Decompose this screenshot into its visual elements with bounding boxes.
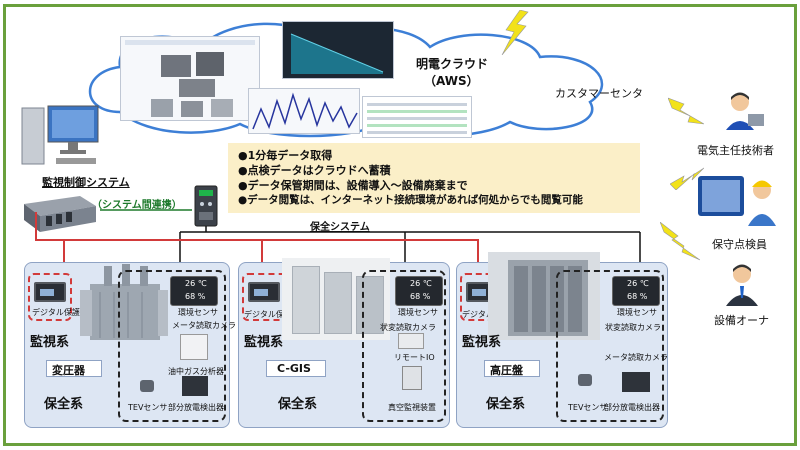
humidity-readout: 68 % bbox=[185, 292, 206, 301]
maintenance-sensor-group bbox=[556, 270, 664, 422]
equipment-name-box: C-GIS bbox=[266, 360, 326, 377]
transformer-image bbox=[80, 264, 168, 340]
switchgear-image bbox=[488, 252, 600, 340]
kanshi-label: 監視系 bbox=[462, 335, 502, 350]
sensor-item-label: TEVセンサ bbox=[568, 403, 608, 412]
system-link-label: （システム間連携） bbox=[92, 200, 182, 211]
plc-controller-icon bbox=[24, 196, 96, 232]
relay-label: デジタル保護リレ bbox=[32, 308, 96, 317]
hozen-label: 保全系 bbox=[486, 397, 526, 412]
equipment-name: 変圧器 bbox=[52, 364, 85, 377]
environment-sensor-display: 26 ℃ 68 % bbox=[170, 276, 218, 306]
owner-label: 設備オーナ bbox=[714, 314, 769, 327]
partial-discharge-device bbox=[182, 376, 208, 396]
relay-highlight bbox=[28, 273, 72, 321]
temperature-readout: 26 ℃ bbox=[627, 279, 649, 288]
digital-relay-device bbox=[248, 282, 280, 302]
sensor-item-label: 環境センサ bbox=[398, 308, 438, 317]
sensor-item-label: リモートIO bbox=[394, 353, 435, 362]
equipment-name: 高圧盤 bbox=[490, 364, 523, 377]
engineer-icon bbox=[726, 92, 764, 130]
cloud-waveform-screenshot bbox=[248, 88, 360, 134]
remote-io-device bbox=[398, 333, 424, 349]
bullet-box: ●1分毎データ取得 ●点検データはクラウドへ蓄積 ●データ保管期間は、設備導入～… bbox=[228, 143, 640, 213]
environment-sensor-display: 26 ℃ 68 % bbox=[395, 276, 443, 306]
cloud-name-line1: 明電クラウド bbox=[416, 57, 489, 71]
inspector-label: 保守点検員 bbox=[712, 238, 767, 251]
monitoring-computer-icon bbox=[21, 105, 99, 165]
tev-sensor-device bbox=[578, 374, 592, 386]
sensor-item-label: 部分放電検出器 bbox=[604, 403, 660, 412]
vacuum-monitor-device bbox=[402, 366, 422, 390]
equipment-name-box: 変圧器 bbox=[46, 360, 102, 377]
tev-sensor-device bbox=[140, 380, 154, 392]
digital-relay-device bbox=[34, 282, 66, 302]
inspector-icon bbox=[698, 176, 776, 226]
oil-gas-analyzer-device bbox=[180, 334, 208, 360]
humidity-readout: 68 % bbox=[410, 292, 431, 301]
sensor-item-label: 油中ガス分析器 bbox=[168, 367, 224, 376]
sensor-item-label: TEVセンサ bbox=[128, 403, 168, 412]
cloud-dark-chart-screenshot bbox=[282, 21, 394, 79]
sensor-item-label: 環境センサ bbox=[178, 308, 218, 317]
lightning-icon bbox=[660, 222, 700, 261]
bullet-item: ●データ保管期間は、設備導入～設備廃棄まで bbox=[238, 179, 468, 192]
cloud-3d-model-screenshot bbox=[120, 36, 260, 121]
lightning-icon bbox=[501, 10, 529, 55]
monitoring-system-label: 監視制御システム bbox=[42, 176, 130, 189]
equipment-name-box: 高圧盤 bbox=[484, 360, 540, 377]
cloud-name-line2: （AWS） bbox=[424, 74, 479, 88]
engineer-label: 電気主任技術者 bbox=[697, 144, 774, 157]
maintenance-system-label: 保全システム bbox=[310, 222, 370, 233]
bullet-item: ●1分毎データ取得 bbox=[238, 149, 333, 162]
sensor-item-label: 部分放電検出器 bbox=[168, 403, 224, 412]
maintenance-sensor-group bbox=[362, 270, 446, 422]
sensor-item-label: 環境センサ bbox=[617, 308, 657, 317]
sensor-item-label: 状変読取カメラ bbox=[605, 323, 661, 332]
environment-sensor-display: 26 ℃ 68 % bbox=[612, 276, 660, 306]
customer-center-label: カスタマーセンタ bbox=[555, 87, 643, 100]
bullet-item: ●データ閲覧は、インターネット接続環境があれば何処からでも閲覧可能 bbox=[238, 194, 583, 206]
hozen-label: 保全系 bbox=[278, 397, 318, 412]
hozen-label: 保全系 bbox=[44, 397, 84, 412]
owner-icon bbox=[726, 264, 758, 306]
temperature-readout: 26 ℃ bbox=[185, 279, 207, 288]
sensor-item-label: 真空監視装置 bbox=[388, 403, 436, 412]
partial-discharge-device bbox=[622, 372, 650, 392]
bullet-item: ●点検データはクラウドへ蓄積 bbox=[238, 164, 391, 177]
humidity-readout: 68 % bbox=[627, 292, 648, 301]
kanshi-label: 監視系 bbox=[30, 335, 70, 350]
sensor-item-label: メータ読取カメラ bbox=[172, 321, 236, 330]
maintenance-sensor-group bbox=[118, 270, 226, 422]
sensor-item-label: 状変読取カメラ bbox=[380, 323, 436, 332]
kanshi-label: 監視系 bbox=[244, 335, 284, 350]
cloud-table-screenshot bbox=[362, 96, 472, 138]
temperature-readout: 26 ℃ bbox=[410, 279, 432, 288]
lightning-icon bbox=[668, 97, 704, 125]
lightning-icon bbox=[670, 167, 704, 190]
equipment-name: C-GIS bbox=[277, 362, 311, 375]
relay-label: デジタル保護リレ bbox=[244, 310, 308, 319]
sensor-item-label: メータ読取カメラ bbox=[604, 353, 668, 362]
